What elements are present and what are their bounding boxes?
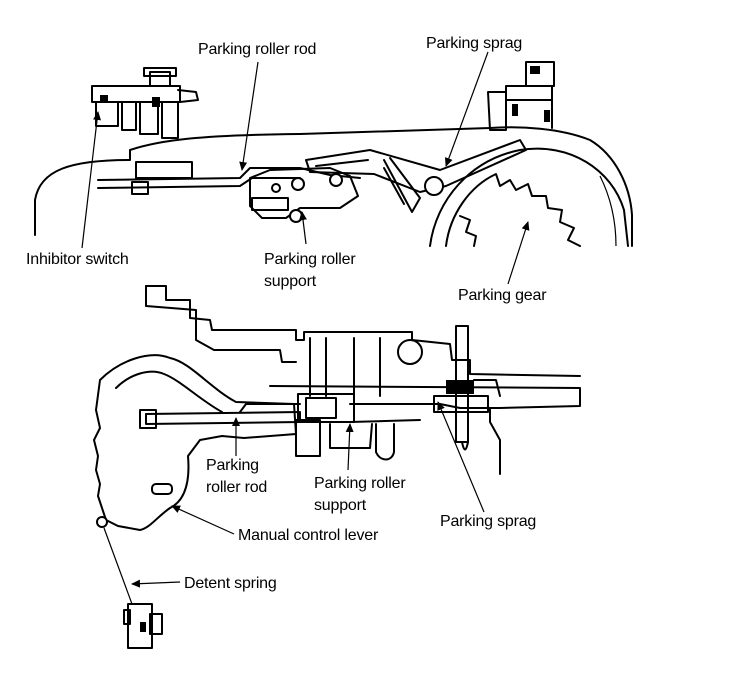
label-bottom-parking-sprag: Parking sprag xyxy=(440,513,537,530)
leader-bottom-parking-roller-support xyxy=(345,423,354,471)
leader-top-parking-roller-support xyxy=(299,211,307,245)
label-bottom-parking-roller-support-line1: Parking roller xyxy=(314,475,406,492)
manual-control-lever-drawing xyxy=(93,354,297,531)
top-parking-sprag xyxy=(305,139,527,213)
bottom-parking-roller-support xyxy=(295,337,423,461)
label-bottom-parking-roller-support-line2: support xyxy=(314,497,366,514)
bottom-parking-sprag xyxy=(433,325,501,451)
label-inhibitor-switch: Inhibitor switch xyxy=(26,251,129,268)
label-parking-gear: Parking gear xyxy=(458,287,547,304)
top-parking-roller-support xyxy=(249,167,359,223)
leader-parking-gear xyxy=(507,221,530,285)
top-parking-roller-rod xyxy=(97,161,361,195)
leader-lines xyxy=(81,51,530,588)
label-top-parking-sprag: Parking sprag xyxy=(426,35,523,52)
leader-top-parking-roller-rod xyxy=(239,61,259,171)
label-manual-control-lever: Manual control lever xyxy=(238,527,379,544)
label-top-parking-roller-support-line1: Parking roller xyxy=(264,251,356,268)
label-top-parking-roller-support-line2: support xyxy=(264,273,316,290)
label-top-parking-roller-rod: Parking roller rod xyxy=(198,41,317,58)
label-bottom-parking-roller-rod-line1: Parking xyxy=(206,457,259,474)
detent-spring-drawing xyxy=(96,516,163,649)
leader-inhibitor-switch xyxy=(81,111,102,249)
leader-detent-spring xyxy=(131,579,181,588)
label-bottom-parking-roller-rod-line2: roller rod xyxy=(206,479,268,496)
inhibitor-switch-body xyxy=(91,67,199,139)
label-detent-spring: Detent spring xyxy=(184,575,277,592)
top-assembly-drawing xyxy=(34,61,633,247)
bottom-parking-roller-rod xyxy=(139,403,301,429)
parking-gear-drawing xyxy=(429,147,629,247)
bottom-assembly-drawing xyxy=(93,285,581,649)
leader-bottom-parking-sprag xyxy=(437,401,485,513)
top-right-bracket xyxy=(487,61,555,131)
leader-top-parking-sprag xyxy=(445,51,489,167)
leader-manual-control-lever xyxy=(171,505,235,535)
